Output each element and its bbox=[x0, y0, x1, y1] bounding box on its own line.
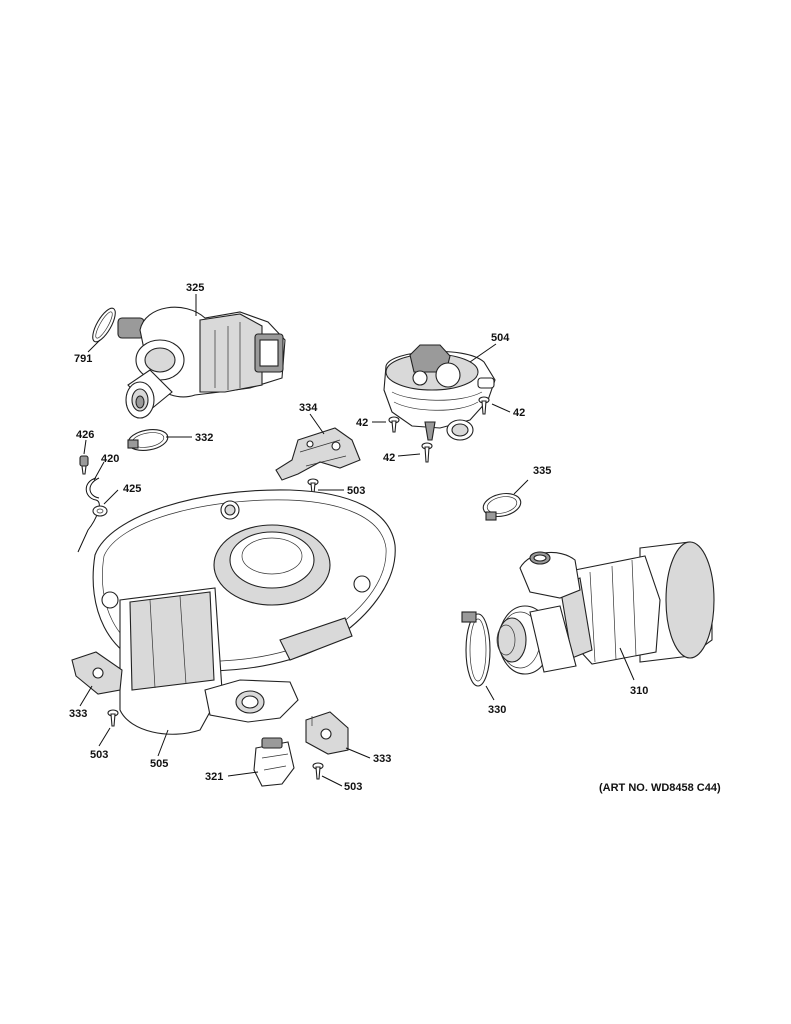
sump-505[interactable] bbox=[92, 489, 396, 735]
label-330: 330 bbox=[488, 704, 506, 716]
label-332: 332 bbox=[195, 432, 213, 444]
screw-42-a[interactable] bbox=[388, 416, 400, 433]
leader-lines bbox=[79, 294, 635, 787]
screw-42-c[interactable] bbox=[421, 442, 433, 463]
art-number: (ART NO. WD8458 C44) bbox=[599, 782, 721, 794]
tube-420[interactable] bbox=[77, 477, 100, 553]
label-333-right: 333 bbox=[373, 753, 391, 765]
label-42-a: 42 bbox=[356, 417, 368, 429]
screw-426[interactable] bbox=[79, 455, 89, 475]
label-504: 504 bbox=[491, 332, 510, 344]
label-325: 325 bbox=[186, 282, 204, 294]
bracket-333-right[interactable] bbox=[305, 711, 349, 755]
hose-clamp-330[interactable] bbox=[461, 611, 491, 687]
label-503-left: 503 bbox=[90, 749, 108, 761]
hose-clamp-332[interactable] bbox=[127, 427, 170, 454]
label-333-left: 333 bbox=[69, 708, 87, 720]
sensor-321[interactable] bbox=[253, 737, 295, 787]
hose-clamp-335[interactable] bbox=[481, 490, 523, 521]
label-791: 791 bbox=[74, 353, 92, 365]
screw-503-left[interactable] bbox=[107, 709, 119, 727]
circulation-pump-310[interactable] bbox=[496, 541, 715, 675]
label-335: 335 bbox=[533, 465, 551, 477]
label-505: 505 bbox=[150, 758, 168, 770]
label-426: 426 bbox=[76, 429, 94, 441]
label-321: 321 bbox=[205, 771, 223, 783]
label-334: 334 bbox=[299, 402, 318, 414]
diverter-504[interactable] bbox=[383, 344, 496, 441]
screw-42-b[interactable] bbox=[478, 396, 490, 415]
label-425: 425 bbox=[123, 483, 141, 495]
grommet-425[interactable] bbox=[92, 505, 108, 517]
label-42-c: 42 bbox=[383, 452, 395, 464]
label-310: 310 bbox=[630, 685, 648, 697]
label-503-bottom: 503 bbox=[344, 781, 362, 793]
bracket-334[interactable] bbox=[275, 427, 361, 481]
screw-503-top[interactable] bbox=[307, 478, 319, 495]
label-503-top: 503 bbox=[347, 485, 365, 497]
screw-503-bottom[interactable] bbox=[312, 762, 324, 780]
label-420: 420 bbox=[101, 453, 119, 465]
label-42-b: 42 bbox=[513, 407, 525, 419]
drain-pump-325[interactable] bbox=[88, 305, 286, 419]
gasket-333-left[interactable] bbox=[71, 651, 123, 695]
